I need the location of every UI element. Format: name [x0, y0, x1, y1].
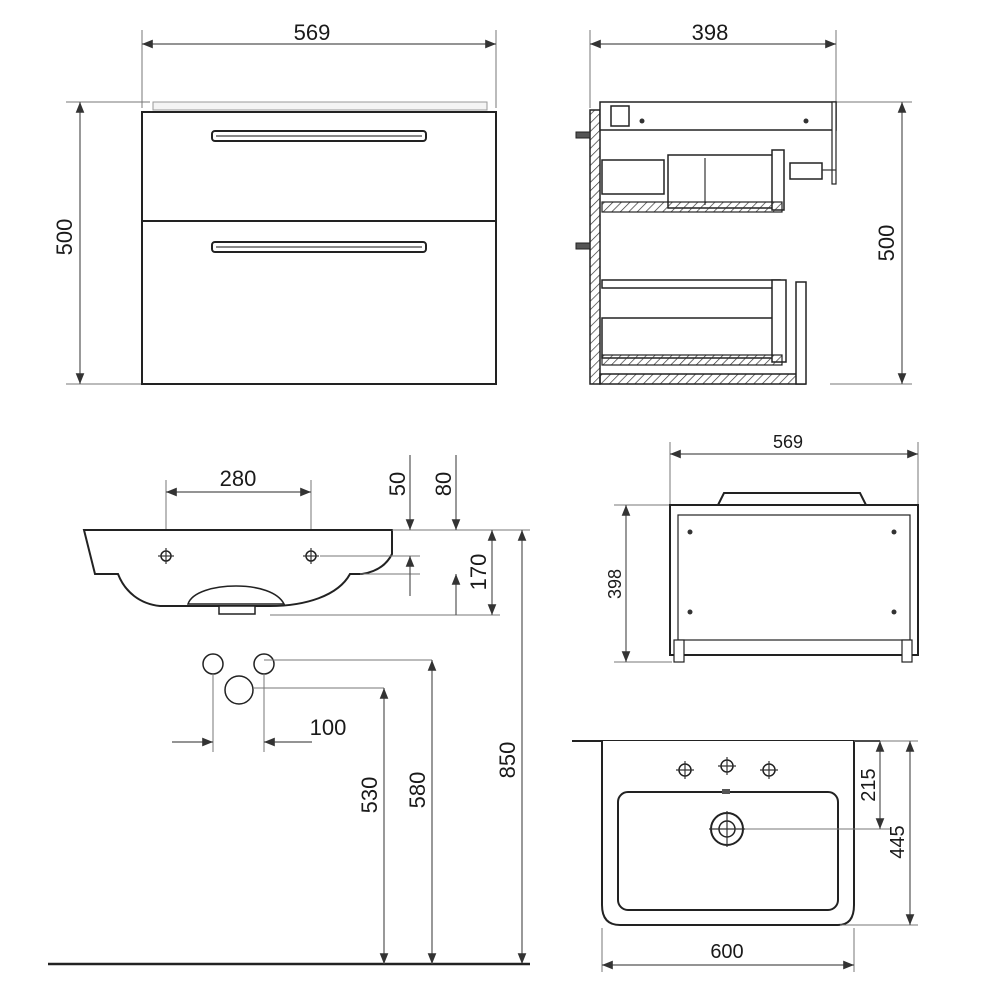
- top-rail-section: [599, 101, 837, 131]
- top-depth-label: 398: [605, 569, 625, 599]
- supply-right: [253, 653, 275, 675]
- drain-height-label: 530: [357, 777, 382, 814]
- tap-hole-1: [676, 761, 694, 779]
- total-height-label: 850: [495, 742, 520, 779]
- overflow-slot: [722, 789, 730, 794]
- bottom-panel-section: [599, 373, 806, 385]
- tap-hole-3: [760, 761, 778, 779]
- lower-drawer-section: [601, 279, 787, 366]
- rail-right: [901, 639, 913, 663]
- front-width-label: 569: [294, 20, 331, 45]
- front-height-label: 500: [52, 219, 77, 256]
- back-panel: [831, 101, 837, 185]
- tap-hole-2: [718, 757, 736, 775]
- basin-profile: [82, 529, 393, 607]
- overflow-contour: [186, 585, 286, 605]
- basin-height-label: 170: [466, 554, 491, 591]
- drain-connection: [224, 675, 254, 705]
- top-view-handle: [717, 492, 867, 506]
- tap-offset-label: 215: [858, 768, 880, 801]
- cabinet-top-view: 569 398: [605, 432, 919, 663]
- lower-handle-profile: [575, 242, 591, 250]
- basin-bowl: [617, 791, 839, 911]
- upper-drawer-section: [601, 149, 836, 213]
- top-width-label: 569: [773, 432, 803, 452]
- dim-50-label: 50: [385, 472, 410, 496]
- siphon-spacing-label: 100: [310, 715, 347, 740]
- siphon-cutout: [789, 162, 823, 180]
- front-panel-section: [589, 109, 601, 385]
- side-height-label: 500: [874, 225, 899, 262]
- basin-side-view: 280 50 80 170 850: [48, 455, 530, 966]
- basin-depth-label: 445: [887, 825, 909, 858]
- side-view: 398 500: [575, 20, 912, 385]
- dim-80-label: 80: [431, 472, 456, 496]
- supply-left: [202, 653, 224, 675]
- lower-back-panel: [795, 281, 807, 385]
- front-top-slab: [152, 101, 488, 111]
- cabinet-inner-panel: [677, 514, 911, 641]
- basin-width-label: 600: [710, 941, 743, 963]
- tap-spacing-label: 280: [220, 466, 257, 491]
- front-view: 569 500: [52, 20, 497, 385]
- side-depth-label: 398: [692, 20, 729, 45]
- cabinet-front: [141, 111, 497, 385]
- supply-height-label: 580: [405, 772, 430, 809]
- upper-handle-profile: [575, 131, 591, 139]
- rail-left: [673, 639, 685, 663]
- basin-top-view: 600 215 445: [572, 740, 918, 972]
- drain-outlet: [218, 605, 256, 615]
